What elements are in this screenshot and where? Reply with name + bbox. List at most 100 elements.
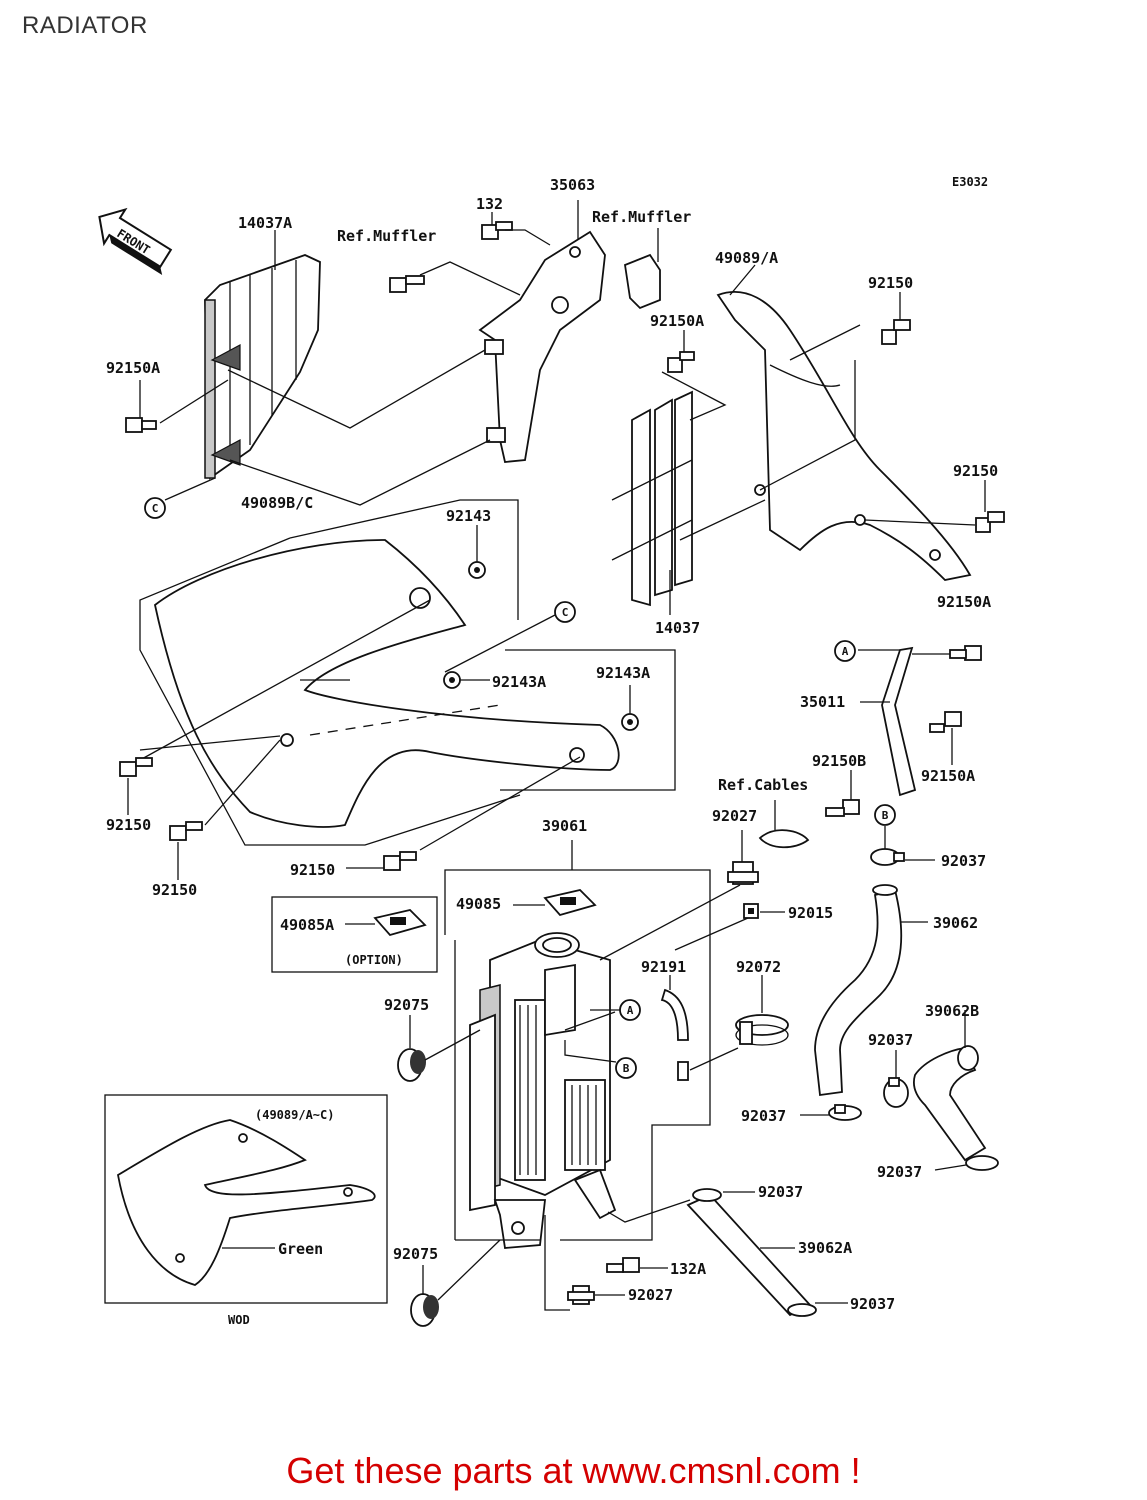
bolt-92150a-mid: [667, 351, 695, 373]
callout-a1: A: [834, 640, 856, 662]
label-92015: 92015: [788, 904, 833, 922]
label-132: 132: [476, 195, 503, 213]
shroud-49089a: [716, 291, 972, 581]
svg-text:B: B: [882, 809, 889, 822]
label-92150a-r2: 92150A: [921, 767, 975, 785]
label-39062b: 39062B: [925, 1002, 979, 1020]
bolt-92150-cover-1: [119, 757, 153, 777]
label-92191: 92191: [641, 958, 686, 976]
label-ref-muffler-left: Ref.Muffler: [337, 227, 436, 245]
label-92150-l2: 92150: [152, 881, 197, 899]
label-92027-bot: 92027: [628, 1286, 673, 1304]
label-49085a: 49085A: [280, 916, 334, 934]
bolt-92150-top: [881, 319, 911, 345]
bolt-92150a-stay-2: [929, 711, 962, 733]
callout-c2: C: [554, 601, 576, 623]
label-92037-mid: 92037: [868, 1031, 913, 1049]
bolt-92150-cover-3: [383, 851, 417, 871]
svg-text:A: A: [842, 645, 849, 658]
label-49085: 49085: [456, 895, 501, 913]
label-92150a-left: 92150A: [106, 359, 160, 377]
label-39061: 39061: [542, 817, 587, 835]
bracket-35063: [478, 230, 661, 463]
hose-39062: [814, 884, 903, 1097]
footer-banner: Get these parts at www.cmsnl.com !: [286, 1450, 861, 1491]
label-92150a-r1: 92150A: [937, 593, 991, 611]
bolt-132: [481, 221, 513, 240]
cap-49085: [543, 889, 597, 917]
radiator-39061: [469, 932, 617, 1249]
band-92072: [735, 1014, 789, 1046]
label-inset-title: (49089/A~C): [255, 1108, 334, 1122]
label-92150-c: 92150: [290, 861, 335, 879]
bolt-92150a-stay-1: [949, 645, 982, 661]
grill-14037: [611, 390, 693, 607]
diagram-code: E3032: [952, 175, 988, 189]
bolt-92150-right: [975, 511, 1005, 533]
label-92150-right: 92150: [953, 462, 998, 480]
label-39062: 39062: [933, 914, 978, 932]
label-ref-muffler-right: Ref.Muffler: [592, 208, 691, 226]
svg-text:C: C: [562, 606, 569, 619]
label-92037-b: 92037: [877, 1163, 922, 1181]
label-92027-top: 92027: [712, 807, 757, 825]
option-box: [271, 896, 438, 973]
label-49089a: 49089/A: [715, 249, 778, 267]
label-92143a-right: 92143A: [596, 664, 650, 682]
fitting-92027-top: [727, 861, 759, 885]
label-92037-c: 92037: [758, 1183, 803, 1201]
label-92072: 92072: [736, 958, 781, 976]
label-92037-d: 92037: [850, 1295, 895, 1313]
label-92037-top: 92037: [941, 852, 986, 870]
label-92150b: 92150B: [812, 752, 866, 770]
svg-text:C: C: [152, 502, 159, 515]
callout-a2: A: [619, 999, 641, 1021]
bolt-92150a-left: [125, 417, 157, 433]
label-option: (OPTION): [345, 953, 403, 967]
hose-39062b: [912, 1045, 987, 1162]
label-92143: 92143: [446, 507, 491, 525]
clamp-92037-top: [870, 848, 905, 866]
label-92150-top: 92150: [868, 274, 913, 292]
svg-text:B: B: [623, 1062, 630, 1075]
clamp-92037-a: [828, 1104, 862, 1121]
label-92150a-mid: 92150A: [650, 312, 704, 330]
label-92075-top: 92075: [384, 996, 429, 1014]
label-92143a-mid: 92143A: [492, 673, 546, 691]
label-39062a: 39062A: [798, 1239, 852, 1257]
bolt-ref-muffler: [389, 275, 425, 293]
cable-clip: [758, 829, 810, 849]
bolt-92150-cover-2: [169, 821, 203, 841]
callout-b2: B: [615, 1057, 637, 1079]
grommet-92075-top: [397, 1048, 426, 1082]
clamp-92037-mid: [883, 1077, 909, 1108]
label-35011: 35011: [800, 693, 845, 711]
bolt-132a: [606, 1257, 640, 1273]
label-92150-l1: 92150: [106, 816, 151, 834]
label-14037a: 14037A: [238, 214, 292, 232]
label-ref-cables: Ref.Cables: [718, 776, 808, 794]
grommet-92075-bot: [410, 1293, 439, 1327]
label-inset-caption: WOD: [228, 1313, 250, 1327]
label-92037-a: 92037: [741, 1107, 786, 1125]
callout-c1: C: [144, 497, 166, 519]
label-132a: 132A: [670, 1260, 706, 1278]
hose-92191: [660, 988, 689, 1041]
clamp-92037-b: [965, 1155, 999, 1171]
side-cover-49089bc: [154, 539, 620, 828]
stay-35011: [881, 646, 917, 797]
inset-panel: [104, 1094, 388, 1304]
hose-39062a: [686, 1188, 817, 1317]
page-title: RADIATOR: [22, 12, 148, 39]
front-arrow-icon: FRONT: [98, 207, 173, 276]
bolt-92150b: [825, 799, 860, 817]
svg-text:A: A: [627, 1004, 634, 1017]
label-inset-green: Green: [278, 1240, 323, 1258]
label-92075-bot: 92075: [393, 1245, 438, 1263]
shroud-14037a: [204, 254, 321, 480]
label-49089bc: 49089B/C: [241, 494, 313, 512]
clip-92015: [743, 903, 759, 919]
label-14037: 14037: [655, 619, 700, 637]
label-35063: 35063: [550, 176, 595, 194]
